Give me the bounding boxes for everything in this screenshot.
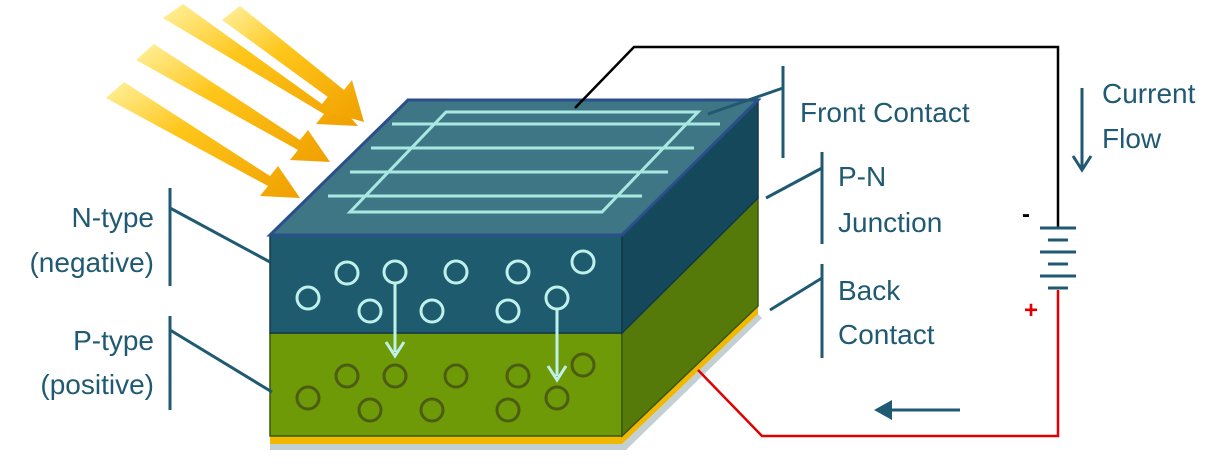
battery-positive-sign: +: [1024, 297, 1038, 324]
back-contact-layer-front: [270, 436, 622, 444]
ptype-leader: [168, 316, 273, 410]
arrow-down-icon: [1071, 88, 1093, 173]
back-contact-layer-side: [622, 306, 758, 444]
electron-circles: [295, 249, 596, 324]
battery-negative-sign: -: [1022, 201, 1030, 228]
back-contact-leader: [769, 264, 824, 358]
battery-icon: [1040, 226, 1076, 290]
pn-junction-leader: [765, 152, 824, 244]
ntype-layer-front: [269, 234, 623, 334]
ntype-label-line2: (negative): [29, 247, 154, 278]
back-contact-label-line1: Back: [838, 275, 901, 306]
ptype-label-line1: P-type: [73, 325, 154, 356]
electron-drift-arrows: [384, 284, 568, 383]
ntype-leader: [168, 188, 271, 286]
ptype-layer-front: [269, 332, 623, 437]
current-flow-label-line1: Current: [1102, 78, 1196, 109]
front-contact-grid: [328, 110, 720, 214]
pn-junction-label-line2: Junction: [838, 207, 942, 238]
pn-junction-label-line1: P-N: [838, 161, 886, 192]
sun-ray: [222, 6, 364, 122]
ntype-label-line1: N-type: [72, 202, 154, 233]
sun-ray: [106, 82, 300, 198]
front-contact-label: Front Contact: [800, 97, 970, 128]
sun-ray: [136, 44, 330, 162]
arrow-left-icon: [874, 400, 960, 420]
front-contact-leader: [707, 66, 785, 158]
sunlight-arrows-icon: [106, 4, 364, 198]
top-face: [266, 98, 762, 237]
circuit-wire-top: [574, 45, 1060, 228]
back-contact-label-line2: Contact: [838, 319, 935, 350]
current-flow-label-line2: Flow: [1102, 123, 1162, 154]
circuit-wire-bottom: [697, 290, 1060, 438]
hole-circles: [295, 352, 596, 423]
ptype-label-line2: (positive): [40, 369, 154, 400]
sun-ray: [163, 4, 358, 126]
